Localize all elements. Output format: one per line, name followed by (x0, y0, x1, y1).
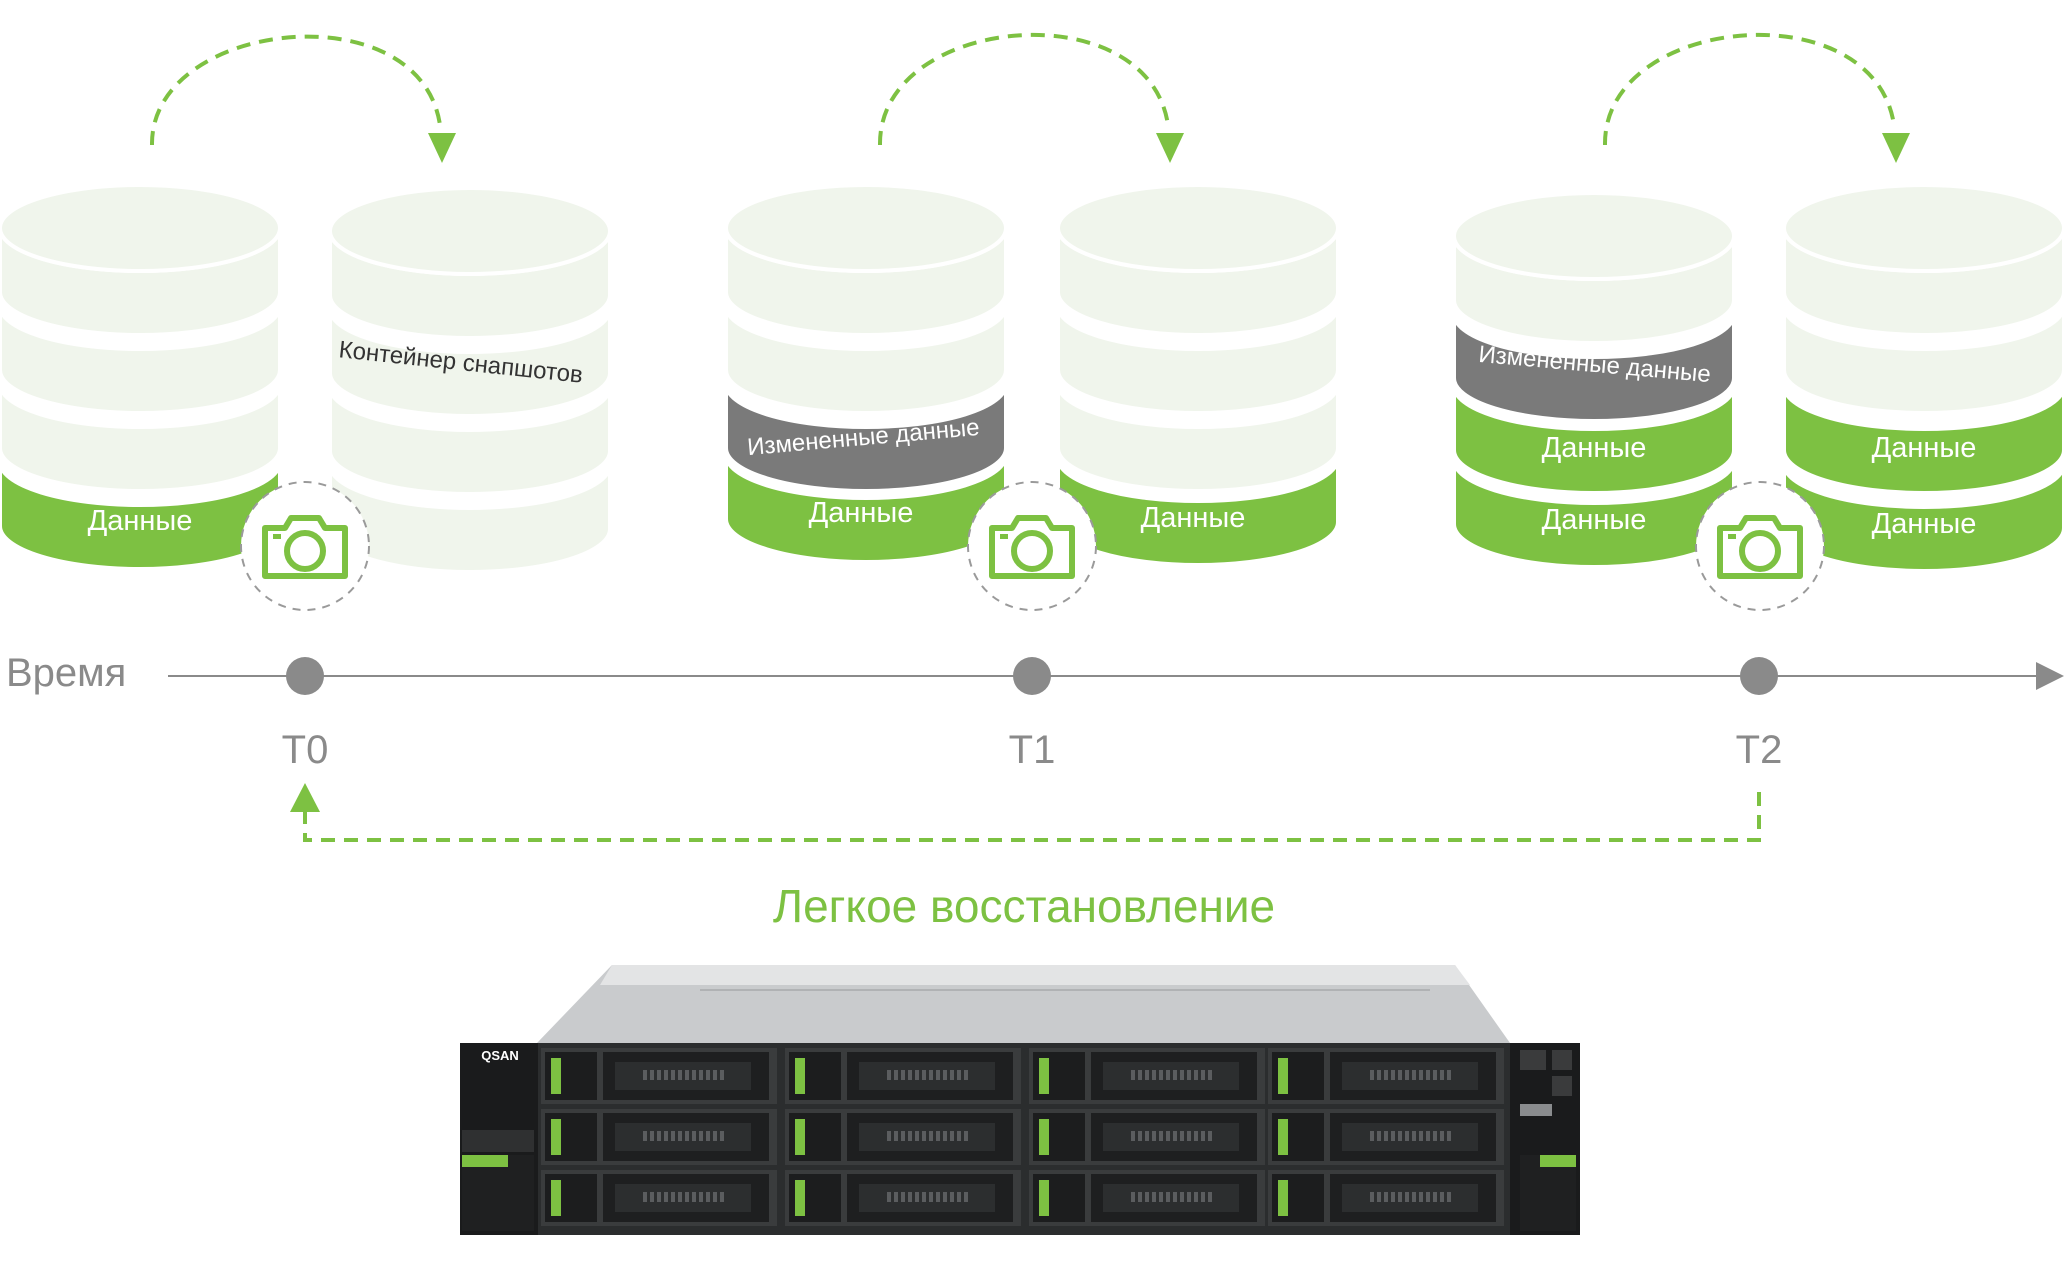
data-label: Данные (88, 505, 193, 537)
drive-led (1278, 1058, 1288, 1094)
restore-arrow: Легкое восстановление (290, 783, 1761, 932)
timeline-point (1013, 657, 1051, 695)
drive-led (551, 1119, 561, 1155)
arrow-head-icon (2036, 662, 2064, 690)
dashed-arc-arrow (149, 34, 456, 163)
timeline: Время T0 T1 T2 (6, 651, 2064, 772)
brand-label: QSAN (481, 1048, 519, 1063)
server-rack: QSAN (460, 965, 1580, 1235)
drive-led (1039, 1119, 1049, 1155)
drive-led (1278, 1180, 1288, 1216)
timeline-point (1740, 657, 1778, 695)
camera-icon (968, 482, 1096, 610)
drive-led (795, 1180, 805, 1216)
drive-led (795, 1119, 805, 1155)
cylinder-data-t0: Данные (0, 183, 282, 571)
data-label: Данные (1872, 432, 1977, 464)
t2-label: T2 (1736, 728, 1783, 772)
drive-led (1278, 1119, 1288, 1155)
drive-led (1039, 1058, 1049, 1094)
cylinder-snapshot-container: Контейнер снапшотов (328, 186, 612, 574)
cylinder-changed-t1: Измененные данные Данные (724, 183, 1008, 564)
drive-led (551, 1058, 561, 1094)
dashed-arc-arrow (877, 32, 1184, 163)
data-label: Данные (1542, 504, 1647, 536)
data-label: Данные (1872, 508, 1977, 540)
cylinder-snapshot-t1: Данные (1056, 183, 1340, 567)
data-label: Данные (1141, 502, 1246, 534)
cylinder-changed-t2: Измененные данные Данные Данные (1452, 191, 1736, 569)
camera-icon (1696, 482, 1824, 610)
group-t2: Измененные данные Данные Данные Данные Д… (1452, 32, 2064, 610)
data-label: Данные (809, 497, 914, 529)
axis-label: Время (6, 651, 126, 695)
drive-led (795, 1058, 805, 1094)
timeline-point (286, 657, 324, 695)
group-t0: Данные Контейнер снапшотов (0, 34, 612, 610)
dashed-arc-arrow (1602, 32, 1910, 163)
t1-label: T1 (1009, 728, 1056, 772)
data-label: Данные (1542, 432, 1647, 464)
drive-led (551, 1180, 561, 1216)
cylinder-snapshot-t2: Данные Данные (1782, 183, 2064, 573)
restore-label: Легкое восстановление (773, 880, 1275, 932)
drive-led (1039, 1180, 1049, 1216)
group-t1: Измененные данные Данные Данные (724, 32, 1340, 610)
camera-icon (241, 482, 369, 610)
t0-label: T0 (282, 728, 329, 772)
